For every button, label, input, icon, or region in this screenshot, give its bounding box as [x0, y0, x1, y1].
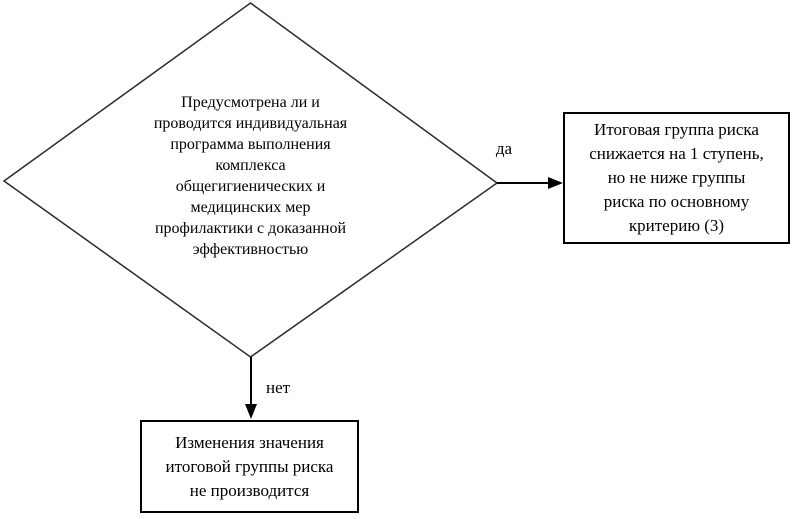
yes-arrowhead-icon: [548, 177, 563, 189]
decision-text: Предусмотрена ли и проводится индивидуал…: [153, 94, 348, 258]
yes-outcome-box: Итоговая группа риска снижается на 1 сту…: [563, 112, 790, 244]
no-branch-label: нет: [266, 378, 291, 397]
no-arrowhead-icon: [245, 404, 257, 419]
yes-branch-label: да: [495, 139, 513, 158]
no-outcome-box: Изменения значения итоговой группы риска…: [140, 420, 359, 513]
